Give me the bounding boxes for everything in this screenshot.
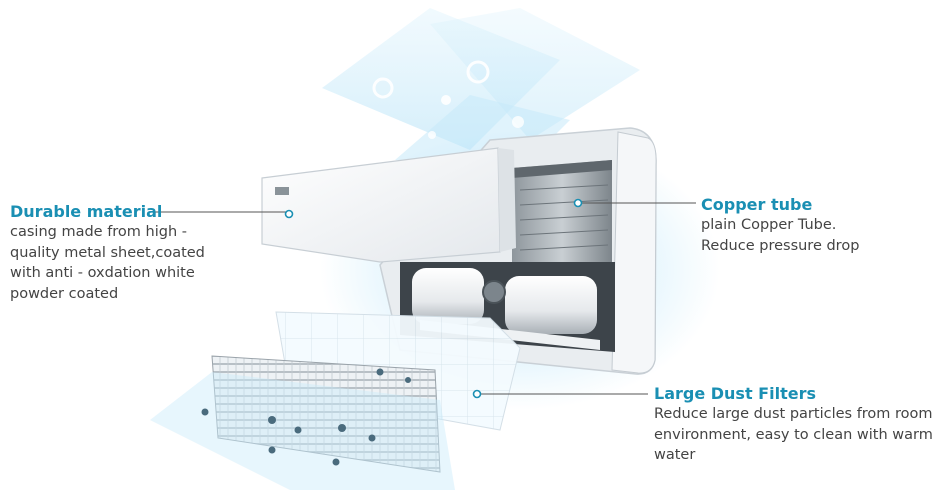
callout-title: Large Dust Filters: [654, 384, 816, 403]
callout-leader-filters: [472, 389, 648, 399]
description-line: water: [654, 447, 696, 463]
callout-description: plain Copper Tube. Reduce pressure drop: [701, 215, 859, 256]
description-line: quality metal sheet,coated: [10, 244, 205, 261]
description-line: plain Copper Tube.: [701, 217, 837, 233]
description-line: with anti - oxdation white: [10, 265, 195, 281]
description-line: casing made from high -: [10, 224, 187, 240]
callout-title: Copper tube: [701, 195, 813, 214]
description-line: Reduce large dust particles from room: [654, 406, 933, 422]
callout-description: casing made from high - quality metal sh…: [10, 222, 205, 304]
front-grille: [150, 355, 455, 490]
callout-description: Reduce large dust particles from room en…: [654, 404, 933, 466]
callout-title: Durable material: [10, 202, 163, 221]
callout-durable-material: Durable material casing made from high -…: [10, 202, 205, 304]
description-line: environment, easy to clean with warm: [654, 426, 933, 443]
description-line: Reduce pressure drop: [701, 237, 860, 254]
callout-leader-copper: [573, 198, 696, 208]
callout-copper-tube: Copper tube plain Copper Tube. Reduce pr…: [701, 195, 859, 256]
description-line: powder coated: [10, 285, 119, 302]
copper-coil: [512, 160, 612, 262]
callout-large-dust-filters: Large Dust Filters Reduce large dust par…: [654, 384, 933, 466]
callout-leader-durable: [155, 209, 294, 219]
